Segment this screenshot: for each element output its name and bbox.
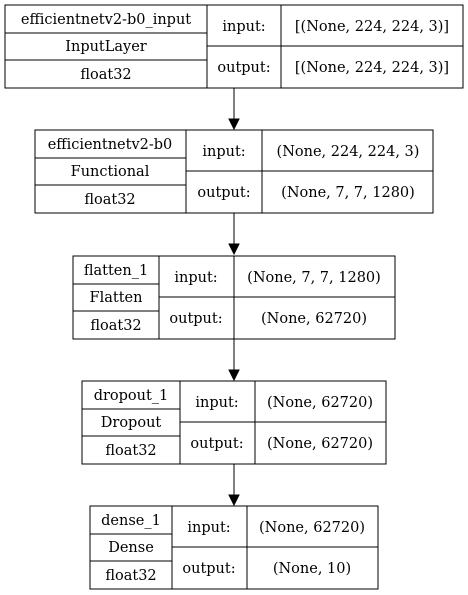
input-label: input: <box>174 270 217 286</box>
layer-class: Flatten <box>90 290 143 306</box>
layer-name: efficientnetv2-b0_input <box>21 12 191 28</box>
output-shape: (None, 62720) <box>261 311 367 327</box>
layer-name: flatten_1 <box>84 263 148 279</box>
layer-dtype: float32 <box>84 192 135 208</box>
layer-name: dense_1 <box>101 513 161 529</box>
layer-class: Dense <box>108 540 154 556</box>
layer-dtype: float32 <box>105 568 156 584</box>
output-shape: (None, 62720) <box>267 436 373 452</box>
layer-dtype: float32 <box>105 443 156 459</box>
input-label: input: <box>222 19 265 35</box>
input-shape: (None, 62720) <box>259 520 365 536</box>
input-shape: (None, 224, 224, 3) <box>277 144 420 160</box>
output-label: output: <box>190 436 243 452</box>
connection-arrow <box>228 339 240 382</box>
input-shape: (None, 7, 7, 1280) <box>247 270 381 286</box>
input-shape: (None, 62720) <box>267 395 373 411</box>
layer-node-flatten-1: flatten_1 Flatten float32 input: output:… <box>72 255 396 340</box>
connection-arrow <box>228 88 240 131</box>
input-shape: [(None, 224, 224, 3)] <box>295 19 449 35</box>
output-label: output: <box>217 60 270 76</box>
input-label: input: <box>202 144 245 160</box>
output-shape: [(None, 224, 224, 3)] <box>295 60 449 76</box>
layer-name: efficientnetv2-b0 <box>48 137 173 153</box>
output-shape: (None, 7, 7, 1280) <box>281 185 415 201</box>
output-label: output: <box>182 561 235 577</box>
input-label: input: <box>195 395 238 411</box>
output-label: output: <box>197 185 250 201</box>
layer-node-dense-1: dense_1 Dense float32 input: output: (No… <box>89 505 379 590</box>
layer-class: Dropout <box>101 415 162 431</box>
layer-dtype: float32 <box>80 67 131 83</box>
layer-node-dropout-1: dropout_1 Dropout float32 input: output:… <box>81 380 387 465</box>
output-label: output: <box>169 311 222 327</box>
layer-name: dropout_1 <box>94 388 169 404</box>
layer-class: InputLayer <box>65 39 147 55</box>
connection-arrow <box>228 464 240 507</box>
layer-node-efficientnetv2-b0-input: efficientnetv2-b0_input InputLayer float… <box>4 4 464 89</box>
connection-arrow <box>228 213 240 256</box>
input-label: input: <box>187 520 230 536</box>
output-shape: (None, 10) <box>273 561 351 577</box>
layer-class: Functional <box>71 164 150 180</box>
layer-dtype: float32 <box>90 318 141 334</box>
layer-node-efficientnetv2-b0: efficientnetv2-b0 Functional float32 inp… <box>34 129 434 214</box>
